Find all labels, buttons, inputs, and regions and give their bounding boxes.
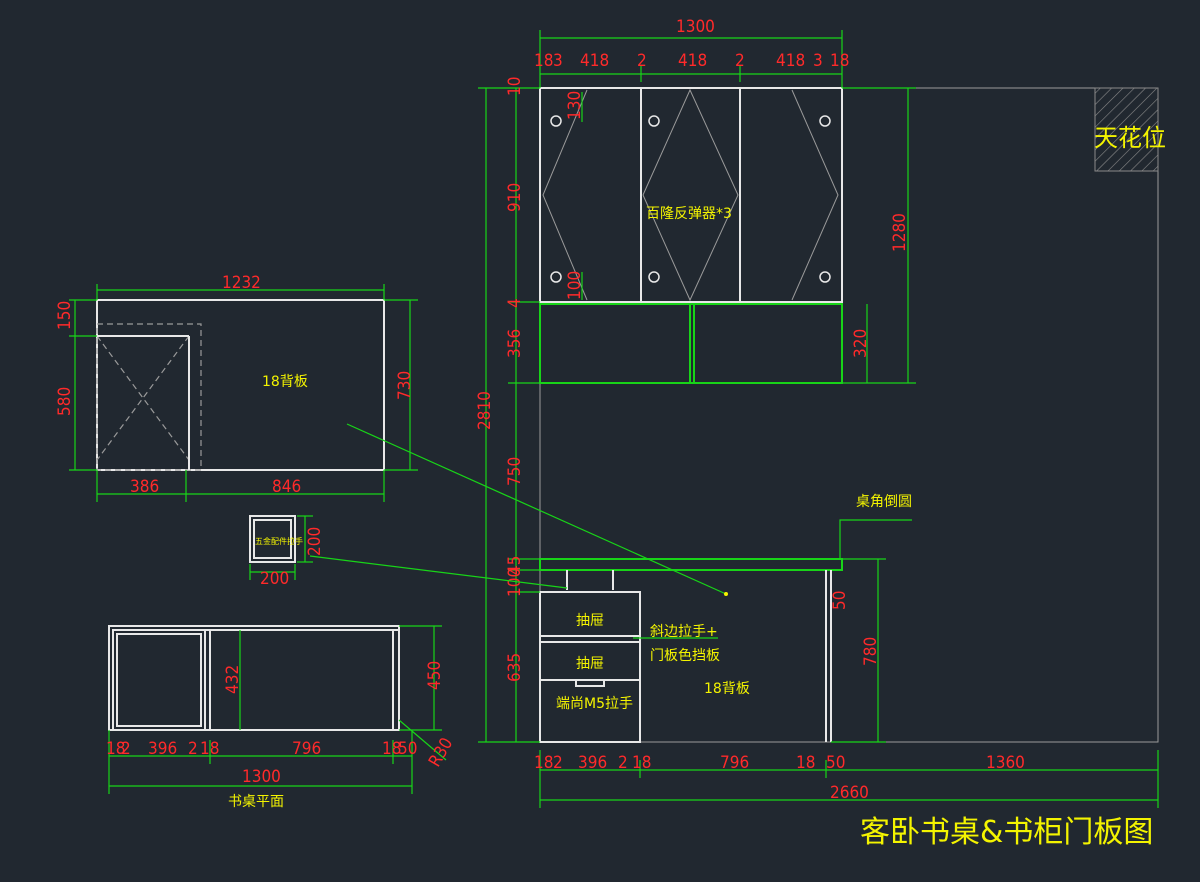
dim-50: 50 xyxy=(830,591,850,610)
upper-cabinet xyxy=(539,87,843,303)
plan-dimensions xyxy=(69,284,418,502)
dim-1280: 1280 xyxy=(890,213,910,252)
dim-desk-seg-3: 2 xyxy=(188,739,198,759)
dim-plan-width: 1232 xyxy=(222,273,261,293)
dim-bot-seg-6: 18 xyxy=(796,753,815,773)
dim-top-total: 1300 xyxy=(676,17,715,37)
dim-bot-seg-8: 1360 xyxy=(986,753,1025,773)
dim-2810: 2810 xyxy=(475,391,495,430)
dim-desk-seg-5: 796 xyxy=(292,739,321,759)
dim-356: 356 xyxy=(505,329,525,358)
corner-leader xyxy=(839,519,912,558)
corner-round-label: 桌角倒圆 xyxy=(856,494,912,510)
dim-top-seg-5: 2 xyxy=(735,51,745,71)
dim-top-seg-6: 418 xyxy=(776,51,805,71)
dim-top-seg-4: 418 xyxy=(678,51,707,71)
ceiling-hatch xyxy=(1094,87,1159,172)
dim-750: 750 xyxy=(505,457,525,486)
dim-box-h: 200 xyxy=(305,527,325,556)
open-shelf xyxy=(539,303,843,384)
dim-635: 635 xyxy=(505,653,525,682)
desk-plan xyxy=(108,625,400,731)
dim-desk-seg-0: 18 xyxy=(106,739,125,759)
right-dimensions xyxy=(831,87,916,743)
dim-320: 320 xyxy=(851,329,871,358)
dim-top-seg-7: 3 xyxy=(813,51,823,71)
desk-plan-label: 书桌平面 xyxy=(228,794,284,810)
small-box xyxy=(249,515,313,580)
top-dimensions xyxy=(539,30,843,88)
plan-leader xyxy=(346,423,727,595)
wall-elevation xyxy=(539,87,1159,743)
dim-top-seg-8: 18 xyxy=(830,51,849,71)
dim-desk-seg-7: 50 xyxy=(398,739,417,759)
bottom-dimensions xyxy=(539,750,1159,808)
dim-130: 130 xyxy=(565,91,585,120)
dim-desk-seg-2: 396 xyxy=(148,739,177,759)
dim-box-w: 200 xyxy=(260,569,289,589)
back-panel-elev-label: 18背板 xyxy=(704,681,750,697)
small-box-label: 五金配件拉手 xyxy=(255,536,303,546)
dim-bot-seg-5: 796 xyxy=(720,753,749,773)
dim-bot-seg-3: 2 xyxy=(618,753,628,773)
dim-desk-450: 450 xyxy=(425,661,445,690)
plan-leader-dot xyxy=(724,592,728,596)
dim-desk-seg-4: 18 xyxy=(200,739,219,759)
dim-plan-846: 846 xyxy=(272,477,301,497)
dim-desk-1300: 1300 xyxy=(242,767,281,787)
box-leader xyxy=(309,555,568,589)
dim-2660: 2660 xyxy=(830,783,869,803)
dim-45: 45 xyxy=(505,556,525,575)
m5-handle-label: 端尚M5拉手 xyxy=(556,696,633,712)
dim-plan-580: 580 xyxy=(55,387,75,416)
dim-plan-150: 150 xyxy=(55,301,75,330)
dim-bot-seg-7: 50 xyxy=(826,753,845,773)
dim-plan-386: 386 xyxy=(130,477,159,497)
dim-780: 780 xyxy=(861,637,881,666)
dim-bot-seg-2: 396 xyxy=(578,753,607,773)
left-dimensions xyxy=(478,87,540,743)
handle-note-line1: 斜边拉手+ xyxy=(650,624,718,640)
drawing-title: 客卧书桌&书柜门板图 xyxy=(860,815,1153,850)
dim-910: 910 xyxy=(505,183,525,212)
dim-bot-seg-4: 18 xyxy=(632,753,651,773)
push-opener-label: 百隆反弹器*3 xyxy=(646,206,732,222)
back-panel-plan xyxy=(96,299,385,471)
dim-desk-seg-1: 2 xyxy=(121,739,131,759)
desk-plan-dimensions xyxy=(108,625,447,794)
ceiling-label: 天花位 xyxy=(1094,124,1166,152)
dim-10: 10 xyxy=(505,77,525,96)
drawer-unit xyxy=(539,591,641,743)
dim-plan-730: 730 xyxy=(395,371,415,400)
dim-top-seg-0: 18 xyxy=(534,51,553,71)
dim-4: 4 xyxy=(505,298,525,308)
dim-desk-432: 432 xyxy=(223,665,243,694)
drawer1-label: 抽屉 xyxy=(576,613,604,629)
dim-top-seg-2: 418 xyxy=(580,51,609,71)
dim-top-seg-3: 2 xyxy=(637,51,647,71)
dim-bot-seg-1: 2 xyxy=(553,753,563,773)
back-panel-plan-label: 18背板 xyxy=(262,374,308,390)
dim-bot-seg-0: 18 xyxy=(534,753,553,773)
dim-100: 100 xyxy=(565,271,585,300)
dim-desk-r30: R30 xyxy=(425,734,457,770)
drawer2-label: 抽屉 xyxy=(576,656,604,672)
dim-top-seg-1: 3 xyxy=(553,51,563,71)
dim-desk-seg-6: 18 xyxy=(382,739,401,759)
handle-note-line2: 门板色挡板 xyxy=(650,647,720,664)
desk-top xyxy=(539,558,843,742)
dim-100b: 100 xyxy=(505,568,525,597)
